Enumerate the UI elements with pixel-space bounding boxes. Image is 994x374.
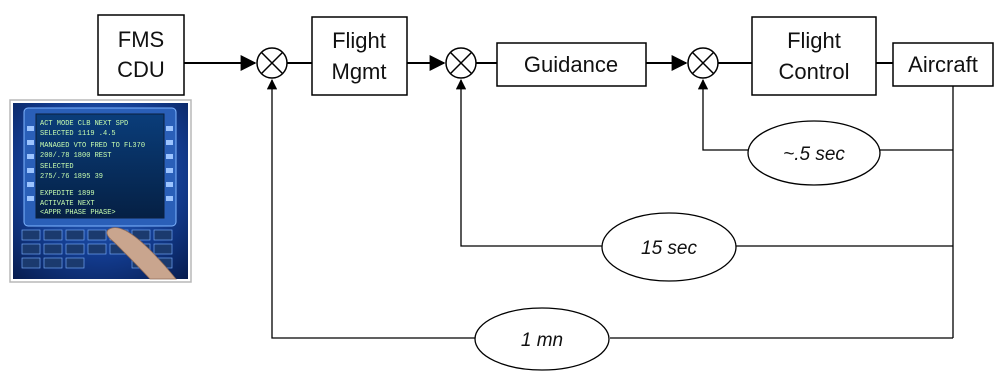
block-flight-mgmt: Flight Mgmt [311,16,408,96]
loop-oval-middle: 15 sec [601,212,737,282]
svg-text:Aircraft: Aircraft [908,52,978,77]
svg-text:ACTIVATE NEXT: ACTIVATE NEXT [40,200,95,208]
summing-junction-3 [687,47,719,79]
loop-oval-inner: ~.5 sec [747,120,881,186]
loop-oval-outer: 1 mn [474,307,610,371]
inner-loop-left [697,78,748,151]
svg-text:Control: Control [779,59,850,84]
svg-text:FMS: FMS [118,27,164,52]
line-select-keys [27,126,173,201]
svg-text:~.5 sec: ~.5 sec [783,144,845,165]
svg-text:SELECTED 1119 .4.5: SELECTED 1119 .4.5 [40,130,116,138]
fms-cdu-photo: ACT MODE CLB NEXT SPD SELECTED 1119 .4.5… [9,99,192,283]
svg-text:SELECTED: SELECTED [40,163,74,171]
svg-text:Flight: Flight [787,28,841,53]
block-flight-control: Flight Control [751,16,877,96]
svg-text:ACT MODE CLB NEXT SPD: ACT MODE CLB NEXT SPD [40,120,128,128]
svg-text:Flight: Flight [332,28,386,53]
block-fms-cdu: FMS CDU [97,14,185,96]
svg-text:Guidance: Guidance [524,52,618,77]
svg-text:275/.76 1895 39: 275/.76 1895 39 [40,173,103,181]
finger-image [106,227,177,280]
svg-text:<APPR PHASE PHASE>: <APPR PHASE PHASE> [40,209,116,217]
block-guidance: Guidance [496,42,647,87]
svg-text:200/.78 1800 REST: 200/.78 1800 REST [40,152,111,160]
block-aircraft: Aircraft [892,42,994,87]
middle-loop-left [455,78,602,247]
outer-loop-left [266,78,475,339]
summing-junction-1 [256,47,288,79]
cdu-screen-text: ACT MODE CLB NEXT SPD SELECTED 1119 .4.5… [40,120,145,217]
cdu-keypad [21,229,173,269]
summing-junction-2 [445,47,477,79]
svg-text:Mgmt: Mgmt [332,59,387,84]
feedback-paths [266,78,954,339]
svg-text:CDU: CDU [117,57,165,82]
svg-text:15 sec: 15 sec [641,238,697,259]
svg-text:EXPEDITE 1899: EXPEDITE 1899 [40,190,95,198]
svg-text:1 mn: 1 mn [521,330,563,351]
cdu-screen [35,113,165,219]
svg-text:MANAGED VTO FRED TO FL370: MANAGED VTO FRED TO FL370 [40,142,145,150]
